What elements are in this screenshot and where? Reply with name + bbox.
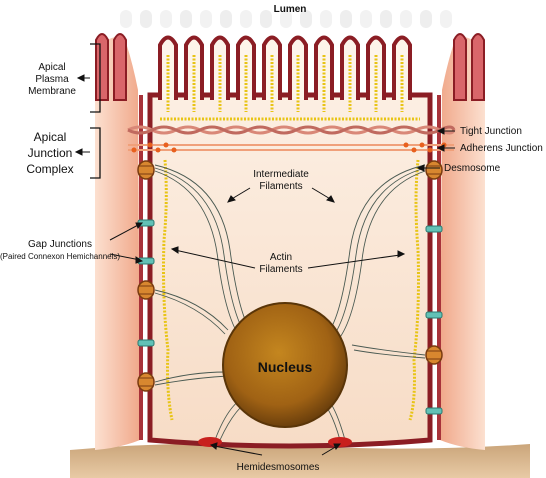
gap-junction-icon: [426, 312, 442, 318]
hemidesmosome-icon: [328, 437, 352, 447]
gap-junctions-label: Gap Junctions: [28, 239, 92, 250]
actin-filaments-label-line2: Filaments: [259, 264, 302, 275]
gap-junction-icon: [426, 408, 442, 414]
apical-plasma-membrane-label-line1: Apical: [38, 62, 65, 73]
adherens-junction-label: Adherens Junction: [460, 143, 543, 154]
apical-plasma-membrane-label-line2: Plasma: [35, 74, 69, 85]
intermediate-filaments-label-line2: Filaments: [259, 181, 302, 192]
hemidesmosomes-label: Hemidesmosomes: [237, 462, 320, 473]
nucleus: Nucleus: [223, 303, 347, 427]
hemidesmosome-icon: [198, 437, 222, 447]
nucleus-label: Nucleus: [258, 359, 313, 375]
lumen-label: Lumen: [274, 4, 307, 15]
tight-junction-label: Tight Junction: [460, 126, 522, 137]
apical-junction-complex-label-line1: Apical: [34, 130, 67, 144]
desmosome-plaque-icon: [138, 161, 154, 179]
apical-junction-complex-label-line3: Complex: [26, 162, 73, 176]
apical-junction-complex-label-line2: Junction: [28, 146, 73, 160]
gap-junction-icon: [426, 226, 442, 232]
desmosome-plaque-icon: [138, 373, 154, 391]
desmosome-plaque-icon: [426, 161, 442, 179]
gap-junctions-sublabel: (Paired Connexon Hemichannels): [0, 252, 120, 261]
intermediate-filaments-label-line1: Intermediate: [253, 169, 309, 180]
apical-plasma-membrane-label-line3: Membrane: [28, 86, 76, 97]
desmosome-plaque-icon: [138, 281, 154, 299]
desmosome-label: Desmosome: [444, 163, 501, 174]
actin-filaments-label-line1: Actin: [270, 252, 292, 263]
desmosome-plaque-icon: [426, 346, 442, 364]
gap-junction-icon: [138, 340, 154, 346]
